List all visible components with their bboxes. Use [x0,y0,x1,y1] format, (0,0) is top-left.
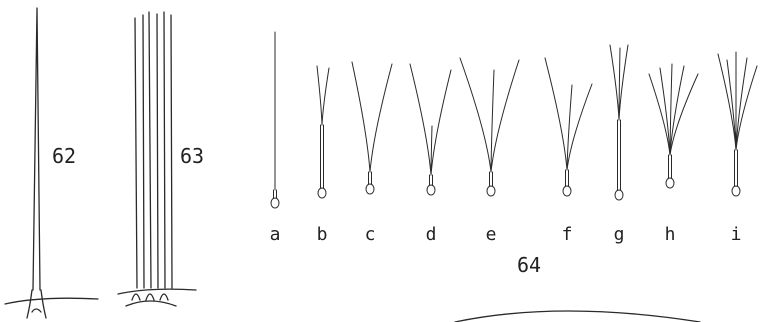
seta-c-shaft [369,172,372,184]
seta-d-socket [427,185,435,195]
seta-i-shaft [735,150,738,186]
seta-h-branch-1 [649,74,670,155]
seta-b-shaft [321,125,324,188]
seta-b-label: b [317,224,328,245]
seta-f-shaft [566,170,569,186]
seta-h: h [649,64,698,245]
seta-h-label: h [665,224,676,245]
seta-b-branch-1 [317,66,322,125]
seta-a: a [270,32,281,245]
seta-a-label: a [270,224,281,245]
seta-f-branch-1 [545,58,567,170]
seta-c-branch-1 [352,62,370,172]
fig62-skin-line [5,298,98,304]
seta-f: f [545,58,592,245]
fig63-sockets [126,294,176,306]
seta-e-branch-3 [491,60,519,172]
fig63-seta-3 [164,12,172,288]
seta-h-shaft [669,155,672,178]
fig62-socket [27,290,46,318]
seta-e-branch-1 [460,58,491,172]
figure-63: 63 [118,12,204,306]
seta-a-socket [271,198,279,208]
seta-g-branch-1 [610,45,619,120]
seta-f-socket [563,186,571,196]
fig63-label: 63 [180,144,204,168]
arc-decoration [455,311,700,322]
seta-b: b [317,66,329,245]
seta-i-branch-1 [718,54,736,150]
seta-c: c [352,62,392,245]
fig62-label: 62 [52,144,76,168]
fig62-seta [33,8,40,290]
fig63-skin-line [118,289,196,294]
seta-h-socket [666,178,674,188]
fig63-seta-1 [135,15,144,288]
seta-d-label: d [426,224,437,245]
seta-c-socket [366,184,374,194]
fig63-seta-2 [149,12,158,288]
seta-d-branch-1 [410,64,431,175]
seta-g: g [610,45,628,245]
fig64-label: 64 [517,253,541,277]
figure-64: a b c d e f g h i 64 [270,32,757,277]
seta-i-branch-5 [736,66,757,150]
figure-62: 62 [5,8,98,318]
seta-d-branch-3 [431,70,451,175]
seta-e-shaft [490,172,493,186]
seta-h-branch-4 [670,66,684,155]
seta-d-shaft [430,175,433,185]
seta-d: d [410,64,451,245]
seta-e-socket [487,186,495,196]
seta-h-branch-5 [670,74,698,155]
seta-e: e [460,58,519,245]
seta-g-shaft [618,120,621,190]
seta-c-label: c [365,224,376,245]
seta-i-socket [732,186,740,196]
seta-f-label: f [562,224,573,245]
seta-g-label: g [614,224,625,245]
seta-c-branch-2 [370,64,392,172]
seta-i: i [718,52,757,245]
fig64-setae: a b c d e f g h i [270,32,757,245]
seta-b-socket [318,188,326,198]
seta-e-label: e [486,224,497,245]
seta-i-label: i [731,224,742,245]
seta-b-branch-2 [322,68,329,125]
seta-a-shaft [274,190,277,198]
seta-g-socket [615,190,623,200]
